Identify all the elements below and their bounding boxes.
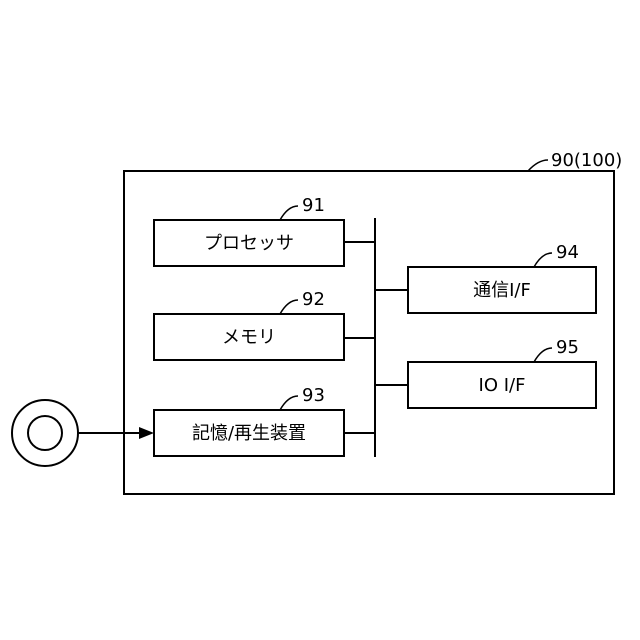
memory-ref-leader (280, 300, 298, 314)
memory-ref-numeral: 92 (302, 289, 325, 310)
communication-ref-leader (534, 253, 552, 267)
io-ref-numeral: 95 (556, 337, 579, 358)
communication-if-label: 通信I/F (473, 280, 531, 301)
processor-label: プロセッサ (204, 233, 294, 254)
storage-ref-leader (280, 396, 298, 410)
communication-ref-numeral: 94 (556, 242, 579, 263)
storage-ref-numeral: 93 (302, 385, 325, 406)
outer-ref-numeral: 90(100) (551, 150, 622, 171)
outer-ref-leader (528, 160, 548, 171)
processor-ref-numeral: 91 (302, 195, 325, 216)
memory-label: メモリ (222, 327, 276, 348)
processor-ref-leader (280, 206, 298, 220)
io-if-label: IO I/F (479, 375, 526, 396)
io-ref-leader (534, 348, 552, 362)
disc-medium-outer-ring (12, 400, 78, 466)
storage-playback-device-label: 記憶/再生装置 (192, 423, 306, 444)
disc-to-storage-arrowhead (139, 427, 154, 439)
disc-medium-inner-ring (28, 416, 62, 450)
